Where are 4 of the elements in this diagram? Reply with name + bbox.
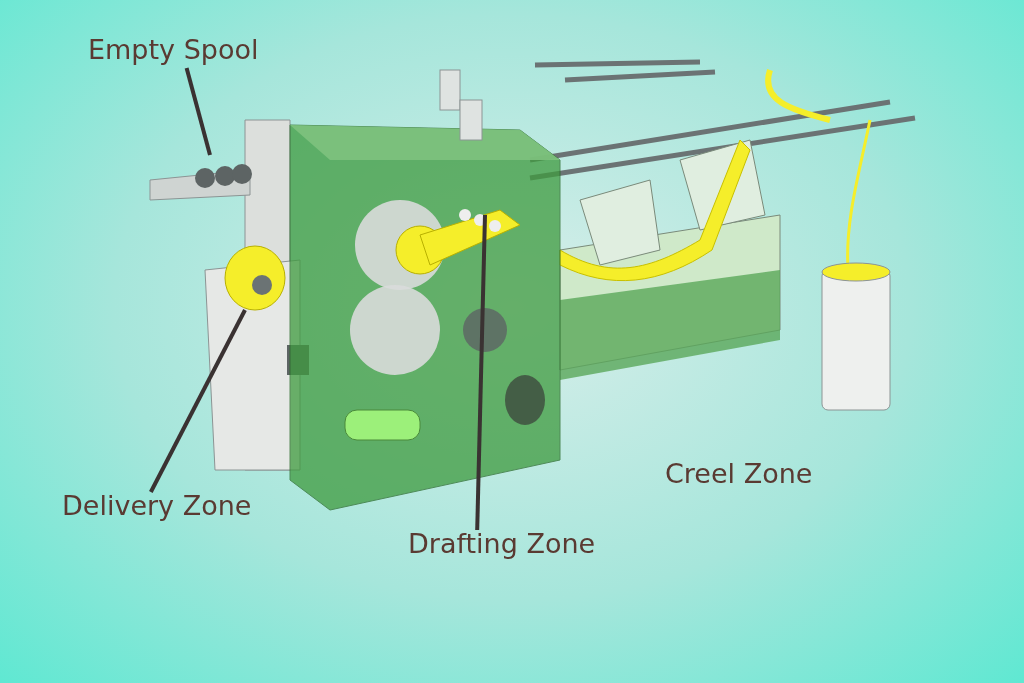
- zone-label: Creel Zone: [665, 458, 813, 491]
- callout-label: Empty Spool: [88, 34, 259, 67]
- callout-label: Drafting Zone: [408, 528, 596, 561]
- callout-label: Delivery Zone: [62, 490, 252, 523]
